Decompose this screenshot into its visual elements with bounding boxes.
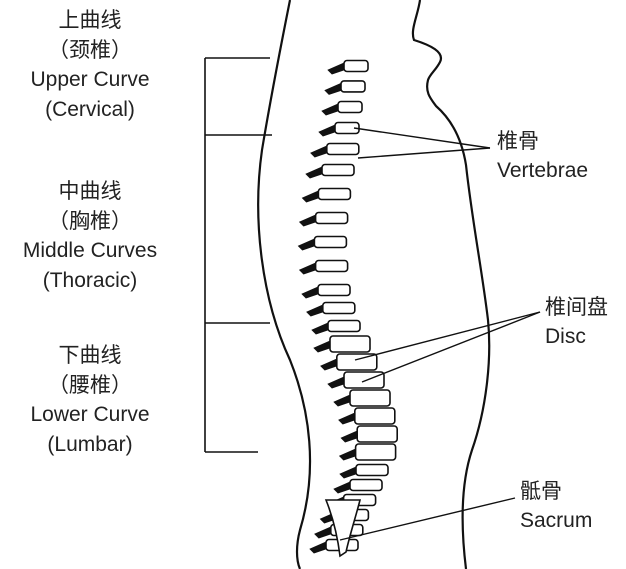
spinous-process: [315, 527, 331, 538]
spinous-process: [322, 104, 338, 115]
region-label-upper: 上曲线 （颈椎） Upper Curve (Cervical): [2, 5, 178, 125]
region-label-zh: 下曲线: [2, 340, 178, 370]
vertebra-body: [341, 81, 365, 92]
body-outline-back: [258, 0, 310, 569]
spinous-process: [302, 287, 318, 298]
body-outline-front: [413, 0, 489, 569]
vertebra-body: [323, 303, 355, 314]
region-label-en-sub: (Thoracic): [2, 266, 178, 296]
vertebra-body: [318, 189, 350, 200]
spinous-process: [314, 341, 330, 352]
spinous-process: [341, 431, 357, 442]
vertebra-body: [344, 372, 384, 388]
spinous-process: [311, 146, 327, 157]
spinous-process: [325, 83, 341, 94]
callout-label-en: Disc: [545, 322, 608, 352]
region-label-zh-sub: （颈椎）: [2, 35, 178, 65]
callout-disc: 椎间盘 Disc: [545, 292, 608, 352]
callout-sacrum: 骶骨 Sacrum: [520, 476, 592, 536]
spinous-process: [334, 482, 350, 493]
vertebra-body: [356, 444, 396, 460]
callout-label-zh: 椎骨: [497, 126, 588, 156]
region-label-zh-sub: （腰椎）: [2, 370, 178, 400]
spinous-process: [340, 467, 356, 478]
vertebra-body: [330, 336, 370, 352]
vertebra-body: [355, 408, 395, 424]
spinous-process: [328, 377, 344, 388]
vertebra-body: [316, 261, 348, 272]
region-label-zh: 上曲线: [2, 5, 178, 35]
spinous-process: [340, 449, 356, 460]
spinous-process: [339, 413, 355, 424]
spinous-process: [312, 323, 328, 334]
spinous-process: [328, 63, 344, 74]
spinous-process: [307, 305, 323, 316]
vertebra-body: [316, 213, 348, 224]
vertebra-body: [314, 237, 346, 248]
vertebra-body: [322, 165, 354, 176]
spinous-process: [334, 395, 350, 406]
region-label-zh: 中曲线: [2, 176, 178, 206]
vertebra-body: [357, 426, 397, 442]
vertebra-body: [328, 321, 360, 332]
callout-label-en: Vertebrae: [497, 156, 588, 186]
spine-column: [298, 61, 397, 557]
spinous-process: [298, 239, 314, 250]
vertebra-body: [344, 61, 368, 72]
region-label-en-sub: (Cervical): [2, 95, 178, 125]
vertebra-body: [338, 102, 362, 113]
callout-leaders: [340, 128, 540, 540]
region-label-zh-sub: （胸椎）: [2, 206, 178, 236]
vertebra-body: [318, 285, 350, 296]
region-label-en: Upper Curve: [2, 65, 178, 95]
vertebra-body: [327, 144, 359, 155]
spinous-process: [321, 359, 337, 370]
vertebra-body: [350, 390, 390, 406]
region-label-en: Middle Curves: [2, 236, 178, 266]
spinous-process: [310, 542, 326, 553]
callout-label-en: Sacrum: [520, 506, 592, 536]
spinous-process: [319, 125, 335, 136]
callout-vertebrae: 椎骨 Vertebrae: [497, 126, 588, 186]
spinous-process: [300, 215, 316, 226]
spinous-process: [302, 191, 318, 202]
spinous-process: [306, 167, 322, 178]
callout-label-zh: 骶骨: [520, 476, 592, 506]
vertebra-body: [356, 465, 388, 476]
callout-label-zh: 椎间盘: [545, 292, 608, 322]
region-label-en: Lower Curve: [2, 400, 178, 430]
region-label-lower: 下曲线 （腰椎） Lower Curve (Lumbar): [2, 340, 178, 460]
region-label-en-sub: (Lumbar): [2, 430, 178, 460]
spinous-process: [300, 263, 316, 274]
vertebra-body: [350, 480, 382, 491]
region-label-middle: 中曲线 （胸椎） Middle Curves (Thoracic): [2, 176, 178, 296]
